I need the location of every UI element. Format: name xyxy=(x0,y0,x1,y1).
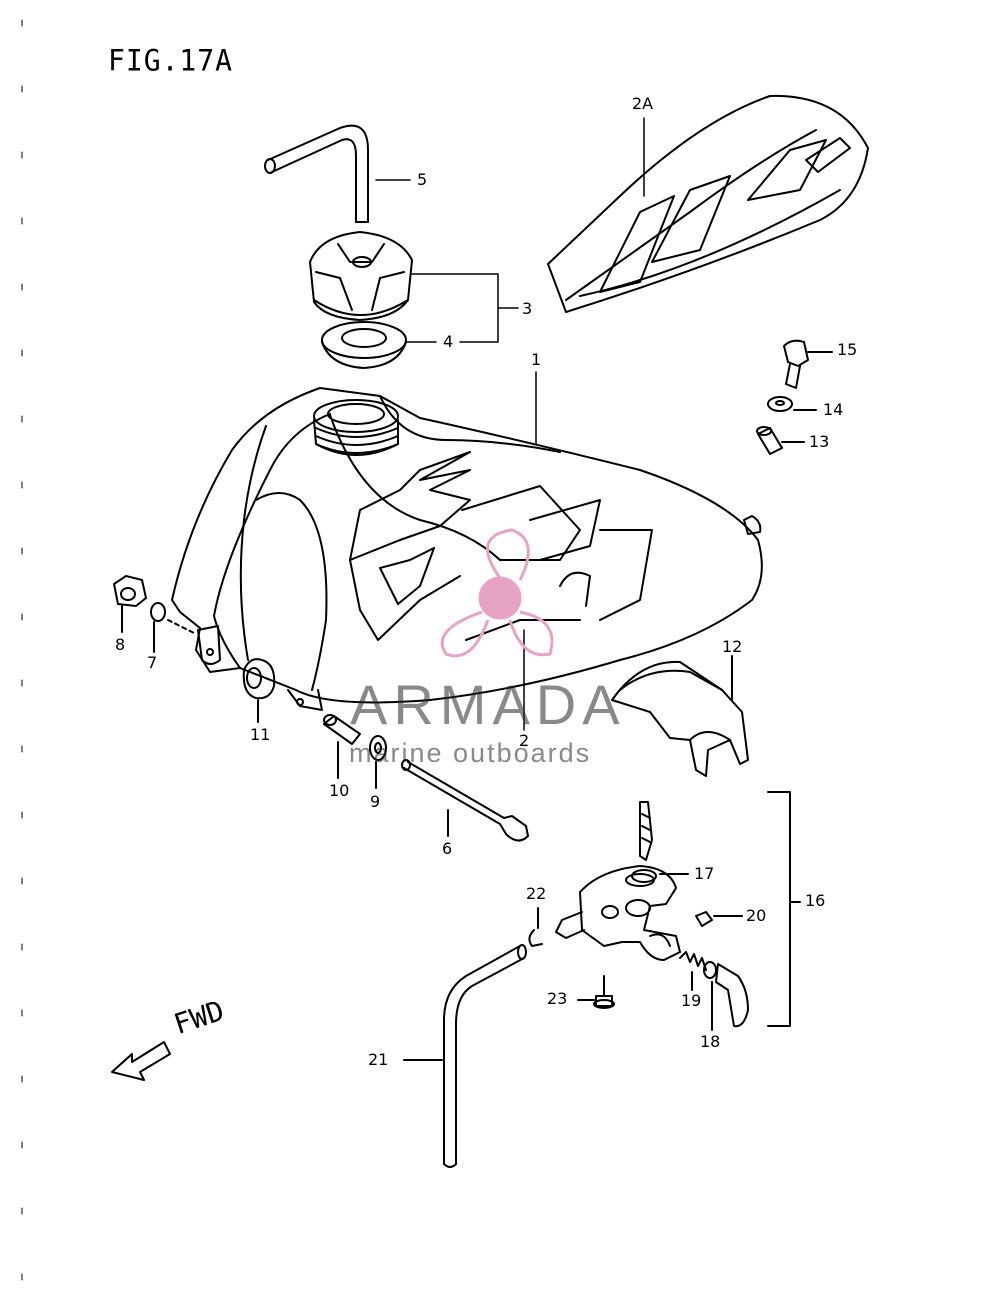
decal-part-2a xyxy=(547,94,869,313)
lever-part-18 xyxy=(703,961,749,1031)
nut-part-8 xyxy=(113,575,147,633)
callout-3: 3 xyxy=(522,299,533,318)
callout-12: 12 xyxy=(722,637,743,656)
screw-part-20 xyxy=(695,911,743,927)
callout-17: 17 xyxy=(694,864,715,883)
callout-18: 18 xyxy=(700,1032,721,1051)
fuel-cock-part-16 xyxy=(555,801,681,961)
callout-23: 23 xyxy=(547,989,568,1008)
washer-part-14 xyxy=(767,396,817,412)
cushion-part-12 xyxy=(611,655,749,777)
leader-lines xyxy=(375,117,805,731)
spring-part-19 xyxy=(679,951,707,991)
watermark-tagline: marine outboards xyxy=(349,738,592,768)
fwd-arrow-icon xyxy=(111,1041,171,1081)
callout-9: 9 xyxy=(370,792,381,811)
cap-gasket-part-4 xyxy=(321,321,407,369)
callout-7: 7 xyxy=(147,653,158,672)
o-ring-part-17 xyxy=(631,869,689,883)
callout-20: 20 xyxy=(746,906,767,925)
callout-10: 10 xyxy=(329,781,350,800)
bolt-part-23 xyxy=(577,975,615,1009)
fuel-cap-part-3 xyxy=(309,231,413,321)
breather-hose-part-5 xyxy=(264,124,369,223)
callout-2: 2 xyxy=(519,731,530,750)
callout-4: 4 xyxy=(443,332,454,351)
fuel-tank-part-1 xyxy=(171,387,763,711)
washer-part-9 xyxy=(369,735,387,789)
callout-8: 8 xyxy=(115,635,126,654)
callout-22: 22 xyxy=(526,884,547,903)
collar-part-10 xyxy=(323,714,361,779)
callout-19: 19 xyxy=(681,991,702,1010)
long-bolt-part-6 xyxy=(401,759,529,842)
callout-1: 1 xyxy=(531,350,542,369)
fuel-cock-bracket-part-16 xyxy=(767,791,801,1027)
callout-21: 21 xyxy=(368,1050,389,1069)
callout-11: 11 xyxy=(250,725,271,744)
callout-15: 15 xyxy=(837,340,858,359)
callout-13: 13 xyxy=(809,432,830,451)
watermark-brand: ARMADA xyxy=(350,673,626,736)
clip-part-22 xyxy=(528,907,543,947)
armada-logo-icon xyxy=(440,528,554,658)
figure-title: FIG.17A xyxy=(108,43,234,78)
fuel-hose-part-21 xyxy=(403,944,527,1168)
callout-6: 6 xyxy=(442,839,453,858)
callout-14: 14 xyxy=(823,400,844,419)
callout-2a: 2A xyxy=(632,94,654,113)
callout-5: 5 xyxy=(417,170,428,189)
collar-part-13 xyxy=(756,426,805,455)
bolt-part-15 xyxy=(783,339,833,389)
washer-part-7 xyxy=(150,602,197,653)
grommet-part-11 xyxy=(242,658,276,723)
callout-16: 16 xyxy=(805,891,826,910)
